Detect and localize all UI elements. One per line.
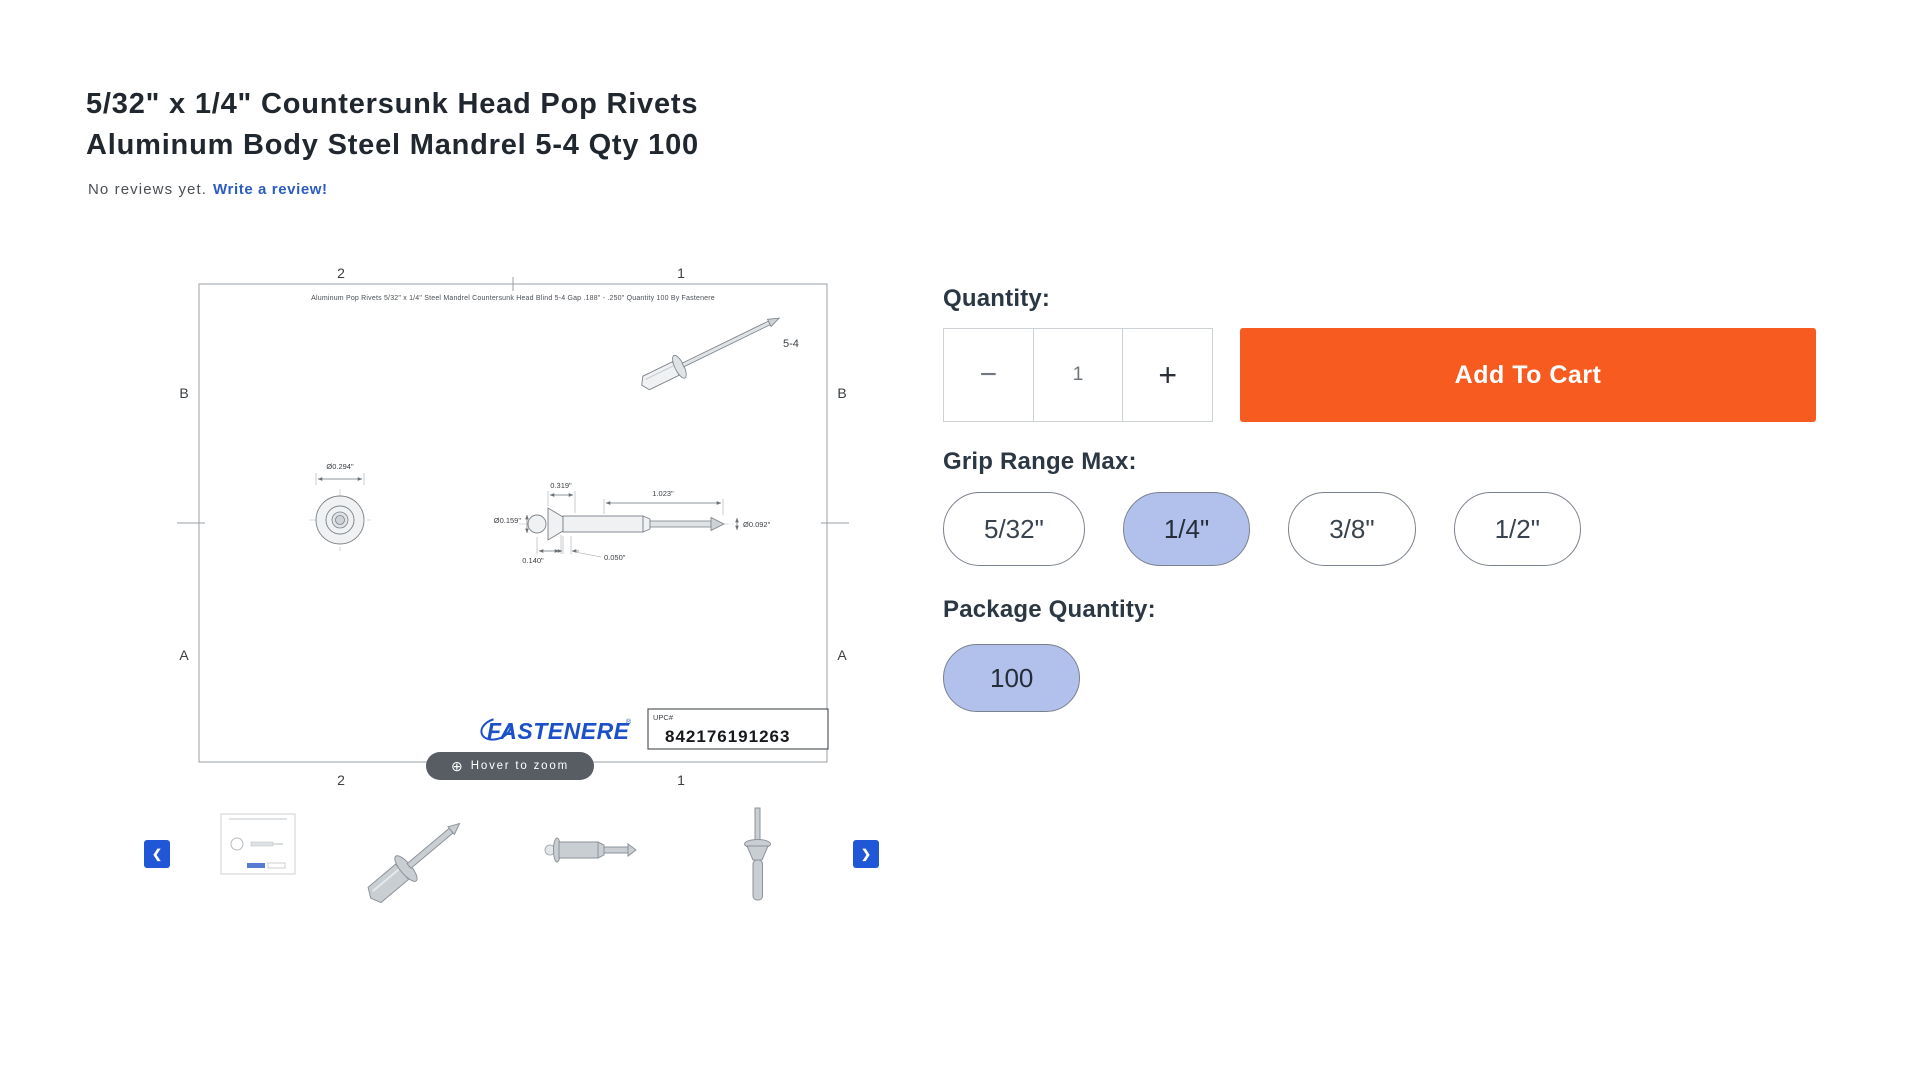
no-reviews-text: No reviews yet. [88,181,208,198]
thumbnail-rivet-vertical-sketch [744,807,771,901]
quantity-stepper: − 1 + [943,328,1213,422]
technical-drawing: 2 1 2 1 B A B A Aluminum Pop Rivets 5/32… [177,265,849,788]
zone-right-lower: A [837,647,847,663]
upc-label: UPC# [653,713,674,722]
package-quantity-options: 100 [943,644,1081,712]
grip-option-3-8[interactable]: 3/8" [1288,492,1416,566]
zone-right-upper: B [837,385,846,401]
carousel-prev-button[interactable]: ❮ [144,840,170,868]
thumbnail-rivet-angled-sketch [367,822,461,904]
rivet-side-view: 0.319" 1.023" Ø0.159" Ø0.092" 0.140" [494,481,771,565]
thumbnail-rivet-horizontal[interactable] [542,830,640,870]
thumbnail-drawing[interactable] [211,806,305,890]
dim-head-diameter: 0.319" [550,481,572,490]
dim-head-height: 0.140" [522,556,544,565]
zone-left-lower: A [179,647,189,663]
quantity-increase-button[interactable]: + [1123,329,1213,421]
grip-range-options: 5/32" 1/4" 3/8" 1/2" [943,492,1581,566]
grip-option-1-2[interactable]: 1/2" [1453,492,1581,566]
product-image[interactable]: 2 1 2 1 B A B A Aluminum Pop Rivets 5/32… [171,257,857,790]
dim-overall-length: 1.023" [652,489,674,498]
fastenere-logo: FASTENERE ® [480,717,632,744]
dim-flange-thickness: 0.050" [604,553,626,562]
thumbnail-rivet-angled[interactable] [367,800,471,912]
grip-option-1-4[interactable]: 1/4" [1122,492,1251,566]
grip-range-label: Grip Range Max: [943,448,1137,475]
model-number-label: 5-4 [783,338,799,350]
drawing-header: Aluminum Pop Rivets 5/32" x 1/4" Steel M… [311,295,715,302]
thumbnail-rivet-horizontal-sketch [544,837,637,863]
registered-mark: ® [626,718,632,726]
quantity-label: Quantity: [943,285,1051,312]
add-to-cart-button[interactable]: Add To Cart [1240,328,1816,422]
write-review-link[interactable]: Write a review! [213,181,328,198]
hover-to-zoom-label: Hover to zoom [470,760,569,772]
dim-mandrel-diameter: Ø0.092" [743,520,771,529]
rivet-isometric-view [641,317,781,391]
package-option-100[interactable]: 100 [943,644,1081,712]
page-title: 5/32" x 1/4" Countersunk Head Pop Rivets… [86,84,699,165]
rivet-end-view: Ø0.294" [309,462,371,551]
grip-option-5-32[interactable]: 5/32" [943,492,1085,566]
brand-name: FASTENERE [487,718,630,744]
page-title-line2: Aluminum Body Steel Mandrel 5-4 Qty 100 [86,128,699,161]
hover-to-zoom-badge: ⊕ Hover to zoom [426,752,594,780]
carousel-next-button[interactable]: ❯ [853,840,879,868]
quantity-decrease-button[interactable]: − [944,329,1034,421]
upc-box: UPC# 842176191263 [647,708,829,750]
chevron-left-icon: ❮ [151,847,163,861]
chevron-right-icon: ❯ [860,847,872,861]
thumbnail-rivet-vertical[interactable] [732,800,784,906]
reviews-line: No reviews yet. Write a review! [88,181,328,198]
dim-flange-diameter: Ø0.294" [326,462,354,471]
zone-bottom-left: 2 [337,772,345,788]
zone-top-right: 1 [677,265,685,281]
upc-value: 842176191263 [665,727,790,746]
dim-body-diameter: Ø0.159" [494,516,522,525]
zone-bottom-right: 1 [677,772,685,788]
zoom-icon: ⊕ [451,757,463,774]
zone-left-upper: B [179,385,188,401]
zone-top-left: 2 [337,265,345,281]
package-quantity-label: Package Quantity: [943,596,1156,623]
thumbnail-drawing-sketch [220,813,296,875]
page-title-line1: 5/32" x 1/4" Countersunk Head Pop Rivets [86,88,699,120]
quantity-value[interactable]: 1 [1033,329,1124,421]
